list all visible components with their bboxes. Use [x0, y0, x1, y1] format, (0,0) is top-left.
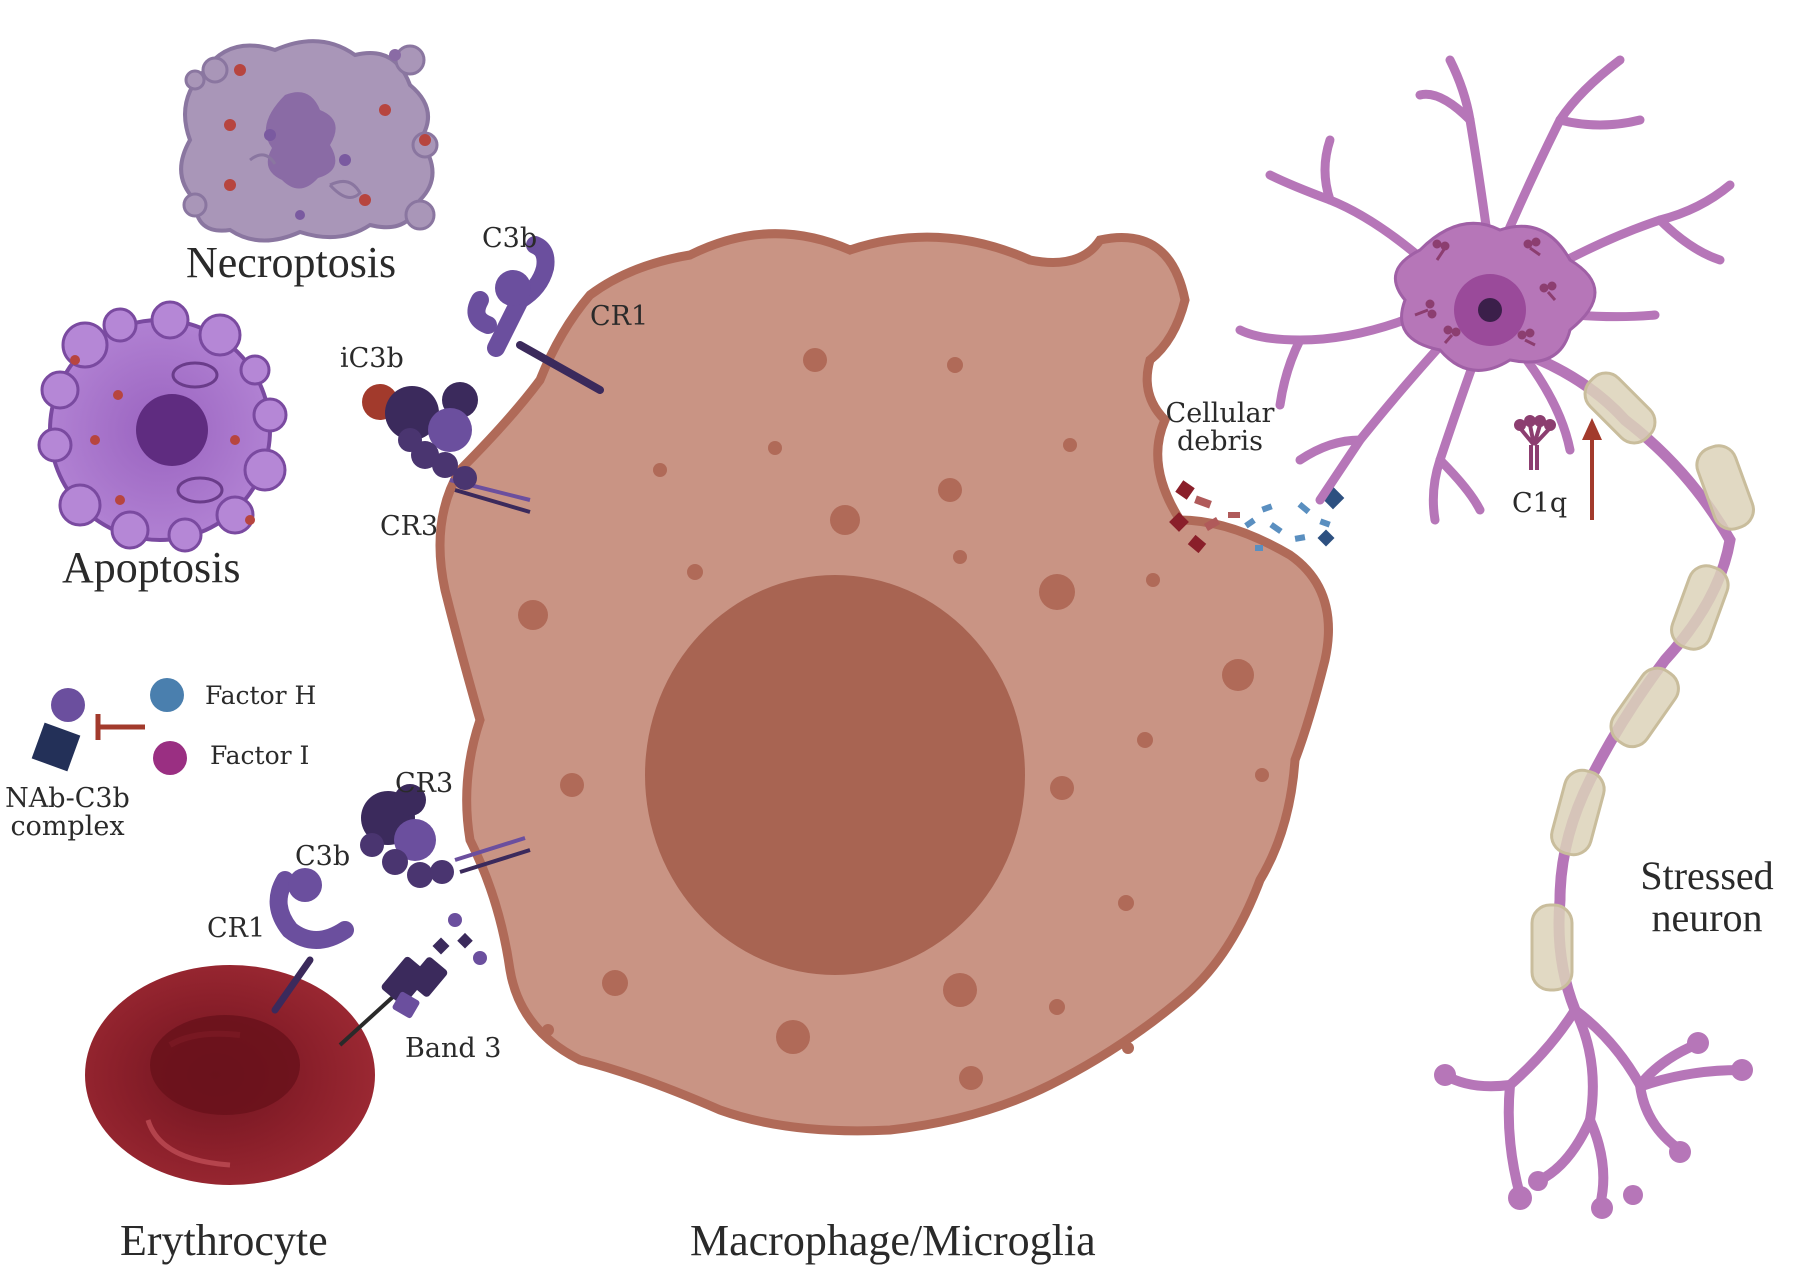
label-stressed-neuron: Stressed neuron: [1612, 855, 1800, 939]
cr3-receptor-bottom: [360, 784, 531, 888]
label-stressed-line1: Stressed: [1640, 853, 1774, 898]
label-factor-i: Factor I: [210, 741, 310, 770]
label-cr1-bottom: CR1: [207, 913, 266, 944]
label-cellular-debris-line1: Cellular: [1165, 398, 1275, 429]
label-erythrocyte: Erythrocyte: [120, 1216, 328, 1265]
label-cr3-bottom: CR3: [395, 768, 454, 799]
factor-i-icon: [153, 741, 187, 775]
c1q-icon: [1514, 415, 1556, 470]
factor-h-icon: [150, 678, 184, 712]
apoptosis-cell: [37, 300, 288, 553]
label-nab-line2: complex: [10, 811, 125, 843]
label-cellular-debris: Cellular debris: [1160, 398, 1280, 458]
cr1-receptor-bottom: [269, 868, 354, 1014]
label-factor-h: Factor H: [205, 681, 317, 710]
label-necroptosis: Necroptosis: [186, 238, 397, 287]
cellular-debris: [1169, 480, 1345, 554]
label-nab-line1: NAb-C3b: [5, 783, 130, 814]
macrophage-cell: [435, 229, 1333, 1136]
band3-protein: [338, 913, 487, 1047]
label-stressed-line2: neuron: [1651, 895, 1763, 940]
cr1-receptor-top: [467, 236, 604, 394]
necroptosis-cell: [179, 39, 439, 243]
label-ic3b: iC3b: [340, 343, 404, 374]
label-c3b-top: C3b: [482, 223, 538, 254]
label-c3b-bottom: C3b: [295, 841, 351, 872]
increase-arrow-icon: [1582, 418, 1602, 520]
label-band3: Band 3: [405, 1033, 502, 1064]
label-nab-c3b-complex: NAb-C3b complex: [0, 783, 135, 843]
label-cellular-debris-line2: debris: [1177, 426, 1263, 458]
cr3-receptor-top: [385, 382, 531, 514]
label-apoptosis: Apoptosis: [62, 543, 241, 592]
label-cr3-top: CR3: [380, 511, 439, 542]
label-cr1-top: CR1: [590, 301, 649, 332]
erythrocyte-cell: [85, 965, 375, 1185]
inhibition-symbol-icon: [95, 714, 145, 740]
nab-c3b-complex-icon: [31, 688, 85, 772]
label-c1q: C1q: [1512, 488, 1568, 519]
stressed-neuron: [1235, 55, 1755, 1219]
label-macrophage-microglia: Macrophage/Microglia: [690, 1216, 1096, 1265]
